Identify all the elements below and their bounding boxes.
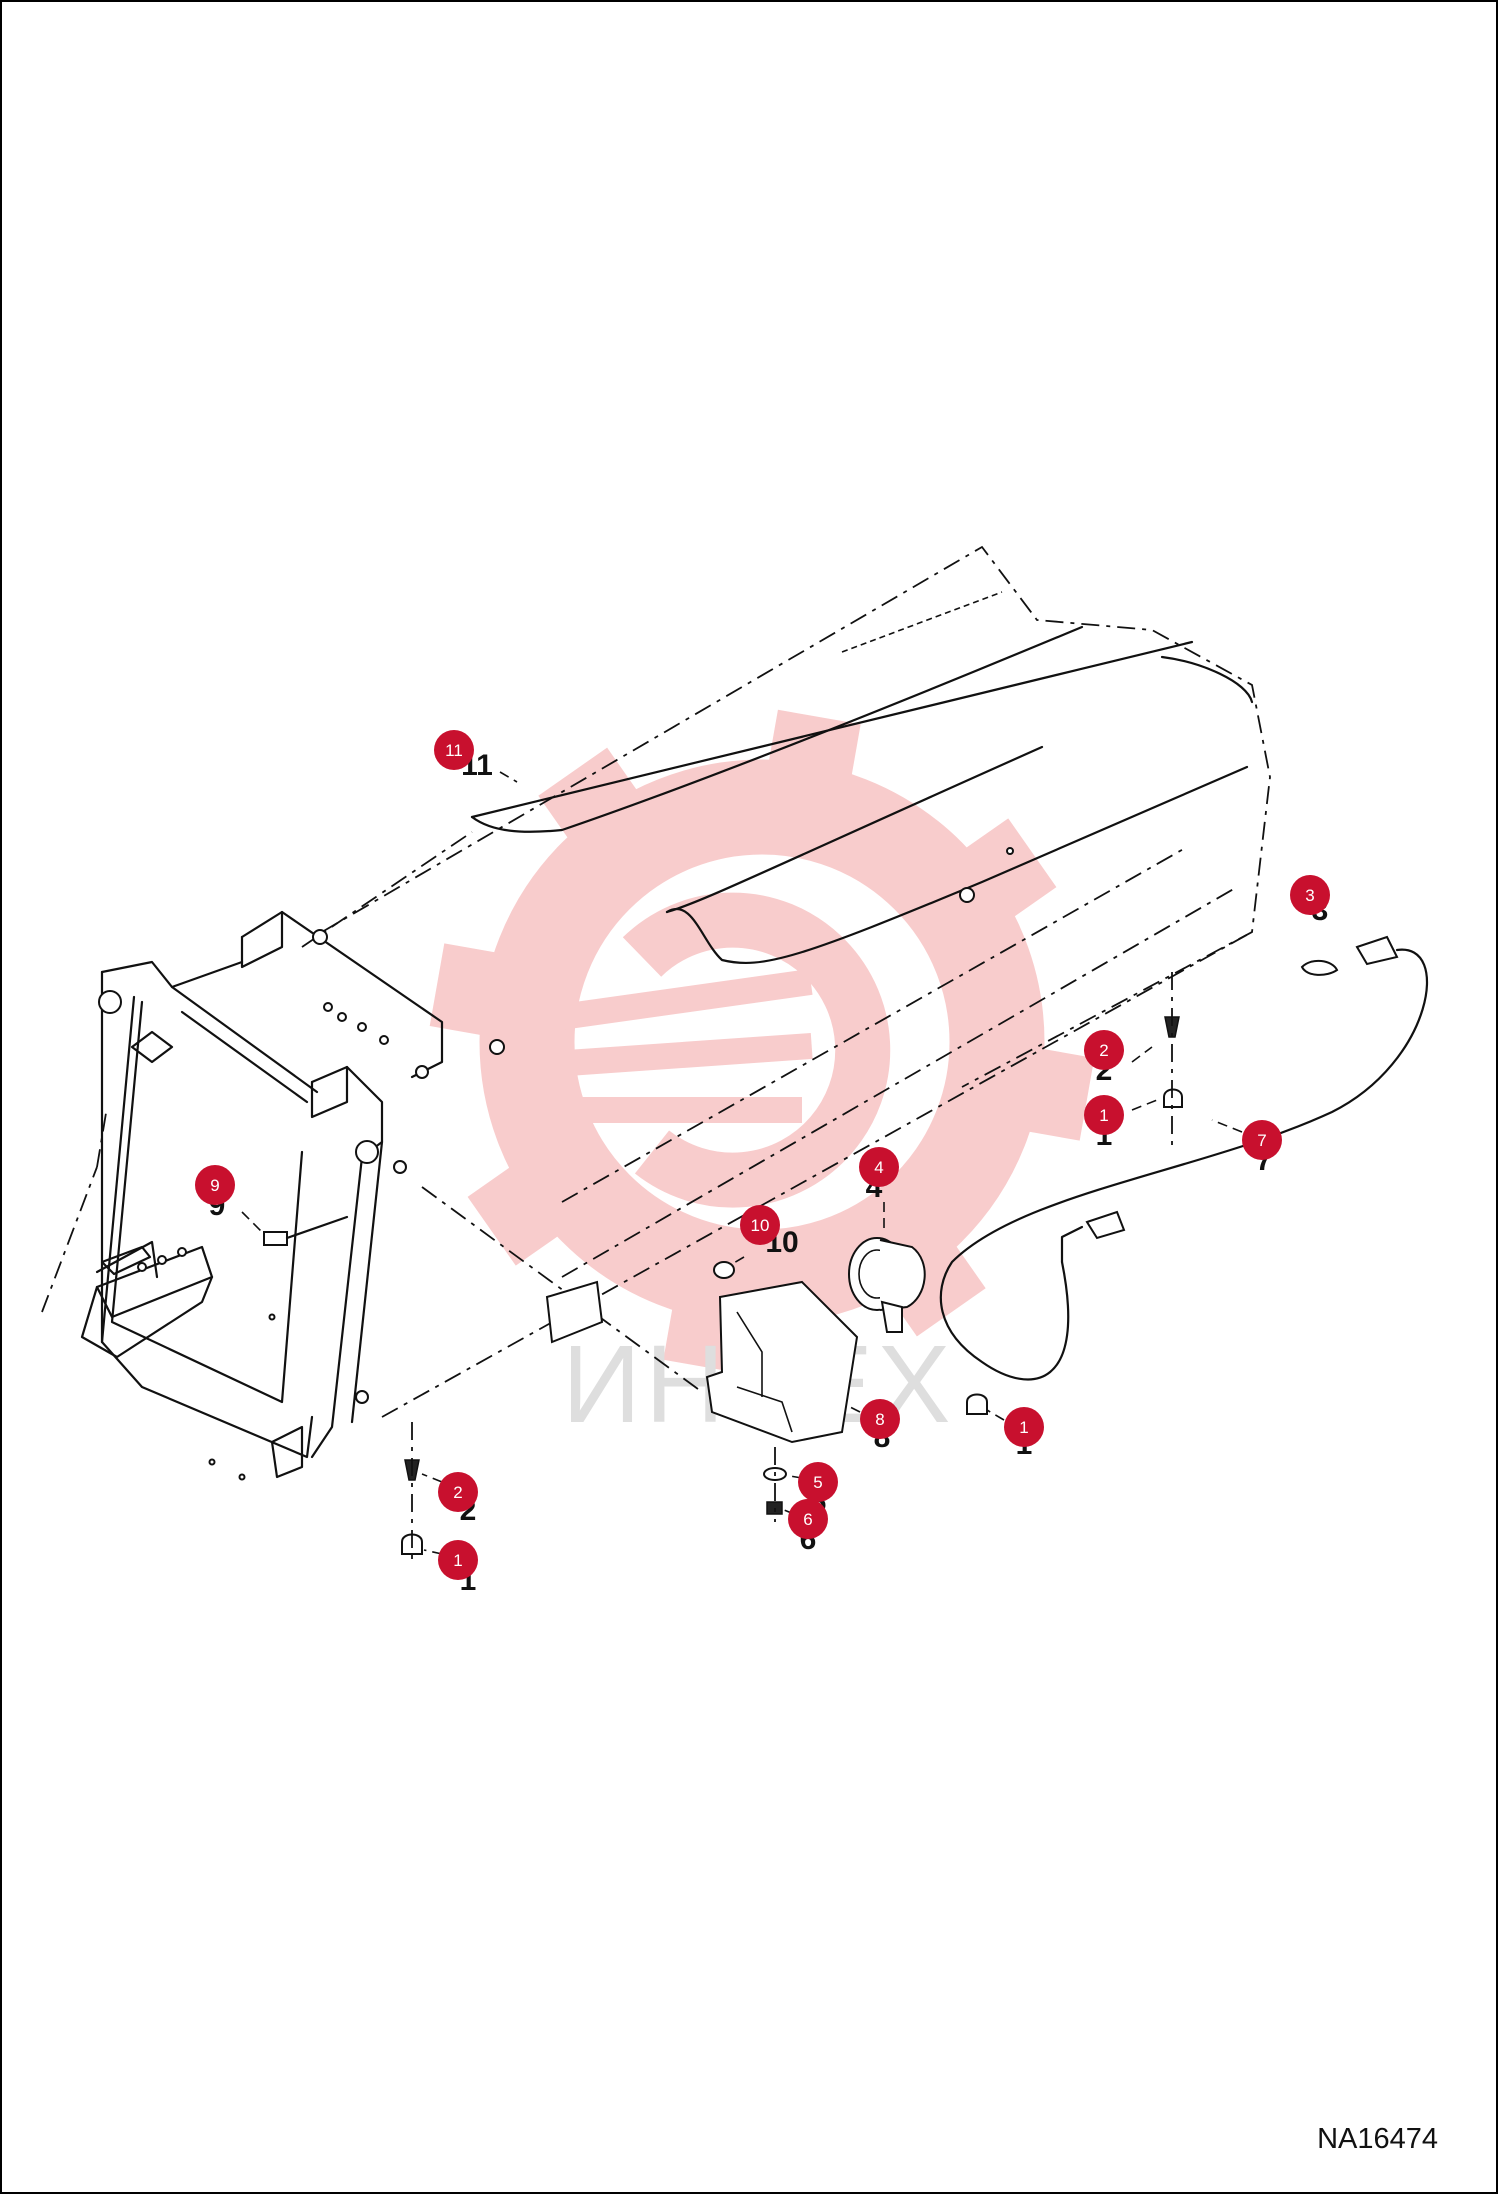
callout-4: 44 bbox=[859, 1147, 899, 1234]
watermark-bar-3 bbox=[562, 1097, 802, 1123]
callout-leader-line bbox=[1131, 1099, 1158, 1111]
callout-8: 88 bbox=[849, 1399, 900, 1454]
callout-badge bbox=[438, 1472, 478, 1512]
hardware-parts bbox=[263, 935, 1428, 1562]
part-1-nut bbox=[1163, 1088, 1183, 1108]
callout-badge-label: 11 bbox=[445, 741, 463, 760]
callout-badge-label: 4 bbox=[874, 1158, 883, 1177]
callout-leader-line bbox=[241, 1211, 265, 1235]
part-2-fastener bbox=[1164, 1016, 1180, 1038]
callout-badge bbox=[434, 730, 474, 770]
callout-badge-label: 5 bbox=[813, 1473, 822, 1492]
callout-badge bbox=[1290, 875, 1330, 915]
callout-badge bbox=[195, 1165, 235, 1205]
callout-badge-label: 7 bbox=[1257, 1131, 1266, 1150]
part-10-grommet bbox=[713, 1261, 735, 1279]
watermark-gear-ring bbox=[479, 759, 1045, 1325]
callout-badge bbox=[740, 1205, 780, 1245]
wire-harness bbox=[939, 948, 1428, 1381]
callout-leader-line bbox=[421, 1473, 443, 1483]
callout-1: 11 bbox=[1084, 1095, 1158, 1152]
callout-badge-label: 1 bbox=[1019, 1418, 1028, 1437]
callout-badge bbox=[1242, 1120, 1282, 1160]
callout-badge bbox=[860, 1399, 900, 1439]
callout-badge-label: 9 bbox=[210, 1176, 219, 1195]
callout-badge-label: 2 bbox=[1099, 1041, 1108, 1060]
callout-badge-label: 10 bbox=[751, 1216, 770, 1235]
callout-badge-label: 6 bbox=[803, 1510, 812, 1529]
drawing-code: NA16474 bbox=[1317, 2123, 1438, 2155]
watermark-gear-logo: ИНТЕХ bbox=[429, 709, 1095, 1446]
callout-leader-line bbox=[499, 771, 518, 783]
callout-badge-label: 2 bbox=[453, 1483, 462, 1502]
callout-6: 66 bbox=[783, 1499, 828, 1556]
part-8-bracket bbox=[705, 1280, 859, 1444]
callout-layer: 11113322117744991010881155662211 bbox=[195, 730, 1330, 1597]
callout-1: 11 bbox=[423, 1540, 478, 1597]
callout-1: 11 bbox=[986, 1407, 1044, 1461]
frame-assembly bbox=[41, 545, 1271, 1481]
callout-leader-line bbox=[423, 1549, 443, 1555]
part-9-bolt bbox=[263, 1231, 288, 1246]
callout-3: 33 bbox=[1290, 875, 1330, 927]
callout-leader-line bbox=[731, 1256, 745, 1265]
watermark-inner-arc bbox=[622, 892, 891, 1208]
callout-7: 77 bbox=[1211, 1119, 1282, 1177]
part-1-nut-lower-right bbox=[966, 1393, 988, 1415]
callout-9: 99 bbox=[195, 1165, 265, 1235]
callout-leader-line bbox=[1131, 1046, 1153, 1063]
callout-badge-label: 1 bbox=[453, 1551, 462, 1570]
watermark-bar-1 bbox=[551, 969, 813, 1031]
part-3-clip bbox=[1300, 959, 1339, 976]
callout-badge-label: 1 bbox=[1099, 1106, 1108, 1125]
callout-badge bbox=[859, 1147, 899, 1187]
callout-badge-label: 3 bbox=[1305, 886, 1314, 905]
watermark-bar-2 bbox=[551, 1032, 813, 1078]
callout-leader-line bbox=[849, 1406, 861, 1413]
callout-2: 22 bbox=[1084, 1030, 1153, 1087]
callout-badge bbox=[788, 1499, 828, 1539]
wire-connector bbox=[1355, 935, 1399, 966]
callout-leader-line bbox=[1211, 1119, 1243, 1133]
callout-leader-line bbox=[986, 1409, 1005, 1421]
callout-badge bbox=[438, 1540, 478, 1580]
callout-badge bbox=[1084, 1095, 1124, 1135]
callout-badge bbox=[1004, 1407, 1044, 1447]
callout-badge-label: 8 bbox=[875, 1410, 884, 1429]
part-4-work-lamp bbox=[848, 1237, 926, 1333]
callout-badge bbox=[1084, 1030, 1124, 1070]
callout-badge bbox=[798, 1462, 838, 1502]
callout-2: 22 bbox=[421, 1472, 478, 1527]
